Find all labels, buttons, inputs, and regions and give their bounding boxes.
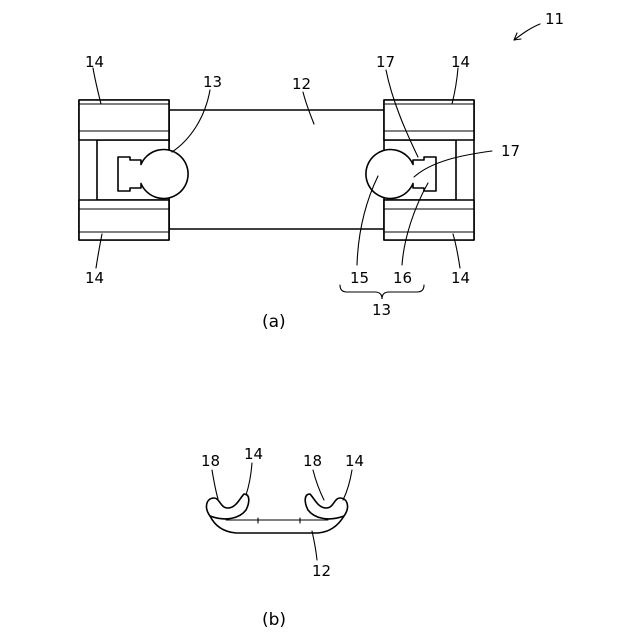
- label-18-left: 18: [201, 452, 220, 470]
- leader-14-right-b: [343, 470, 352, 500]
- leader-14-top-right: [452, 68, 458, 104]
- curled-tab-left: [207, 494, 249, 519]
- tab-top-left: [79, 100, 169, 140]
- leader-18-left: [212, 470, 218, 499]
- brace-13: [340, 285, 424, 299]
- leader-12: [303, 92, 314, 124]
- label-14-bottom-left: 14: [85, 269, 104, 287]
- tab-bottom-right: [384, 200, 474, 240]
- label-14-top-left: 14: [85, 53, 104, 71]
- curled-tab-right: [305, 494, 347, 519]
- label-12-b: 12: [312, 562, 331, 580]
- label-14-left-b: 14: [244, 445, 263, 463]
- keyhole-left: [118, 149, 188, 198]
- label-14-top-right: 14: [451, 53, 470, 71]
- leader-13-top: [172, 90, 210, 152]
- label-18-right: 18: [303, 452, 322, 470]
- figure-b: 18 14 18 14 12 (b): [201, 445, 364, 630]
- label-12-top: 12: [292, 75, 311, 93]
- label-14-bottom-right: 14: [451, 269, 470, 287]
- strip-body: [169, 110, 385, 229]
- keyhole-right: [366, 149, 436, 198]
- caption-b: (b): [262, 610, 286, 630]
- label-14-right-b: 14: [345, 452, 364, 470]
- label-16: 16: [393, 269, 412, 287]
- tab-bottom-left: [79, 200, 169, 240]
- tab-top-right: [384, 100, 474, 140]
- label-13-bottom: 13: [372, 301, 391, 319]
- figure-a: 11 12 13 14 14 14 14 17 17 15 16 13 (a): [79, 10, 564, 332]
- caption-a: (a): [262, 312, 286, 332]
- leader-14-left-b: [246, 463, 252, 495]
- label-17-right: 17: [501, 142, 520, 160]
- leader-18-right: [313, 470, 324, 500]
- leader-12-b: [312, 531, 317, 560]
- leader-14-top-left: [93, 68, 101, 104]
- label-15: 15: [350, 269, 369, 287]
- label-17-upper: 17: [376, 53, 395, 71]
- label-11: 11: [545, 10, 564, 28]
- label-13-top: 13: [203, 73, 222, 91]
- leader-11: [514, 24, 540, 40]
